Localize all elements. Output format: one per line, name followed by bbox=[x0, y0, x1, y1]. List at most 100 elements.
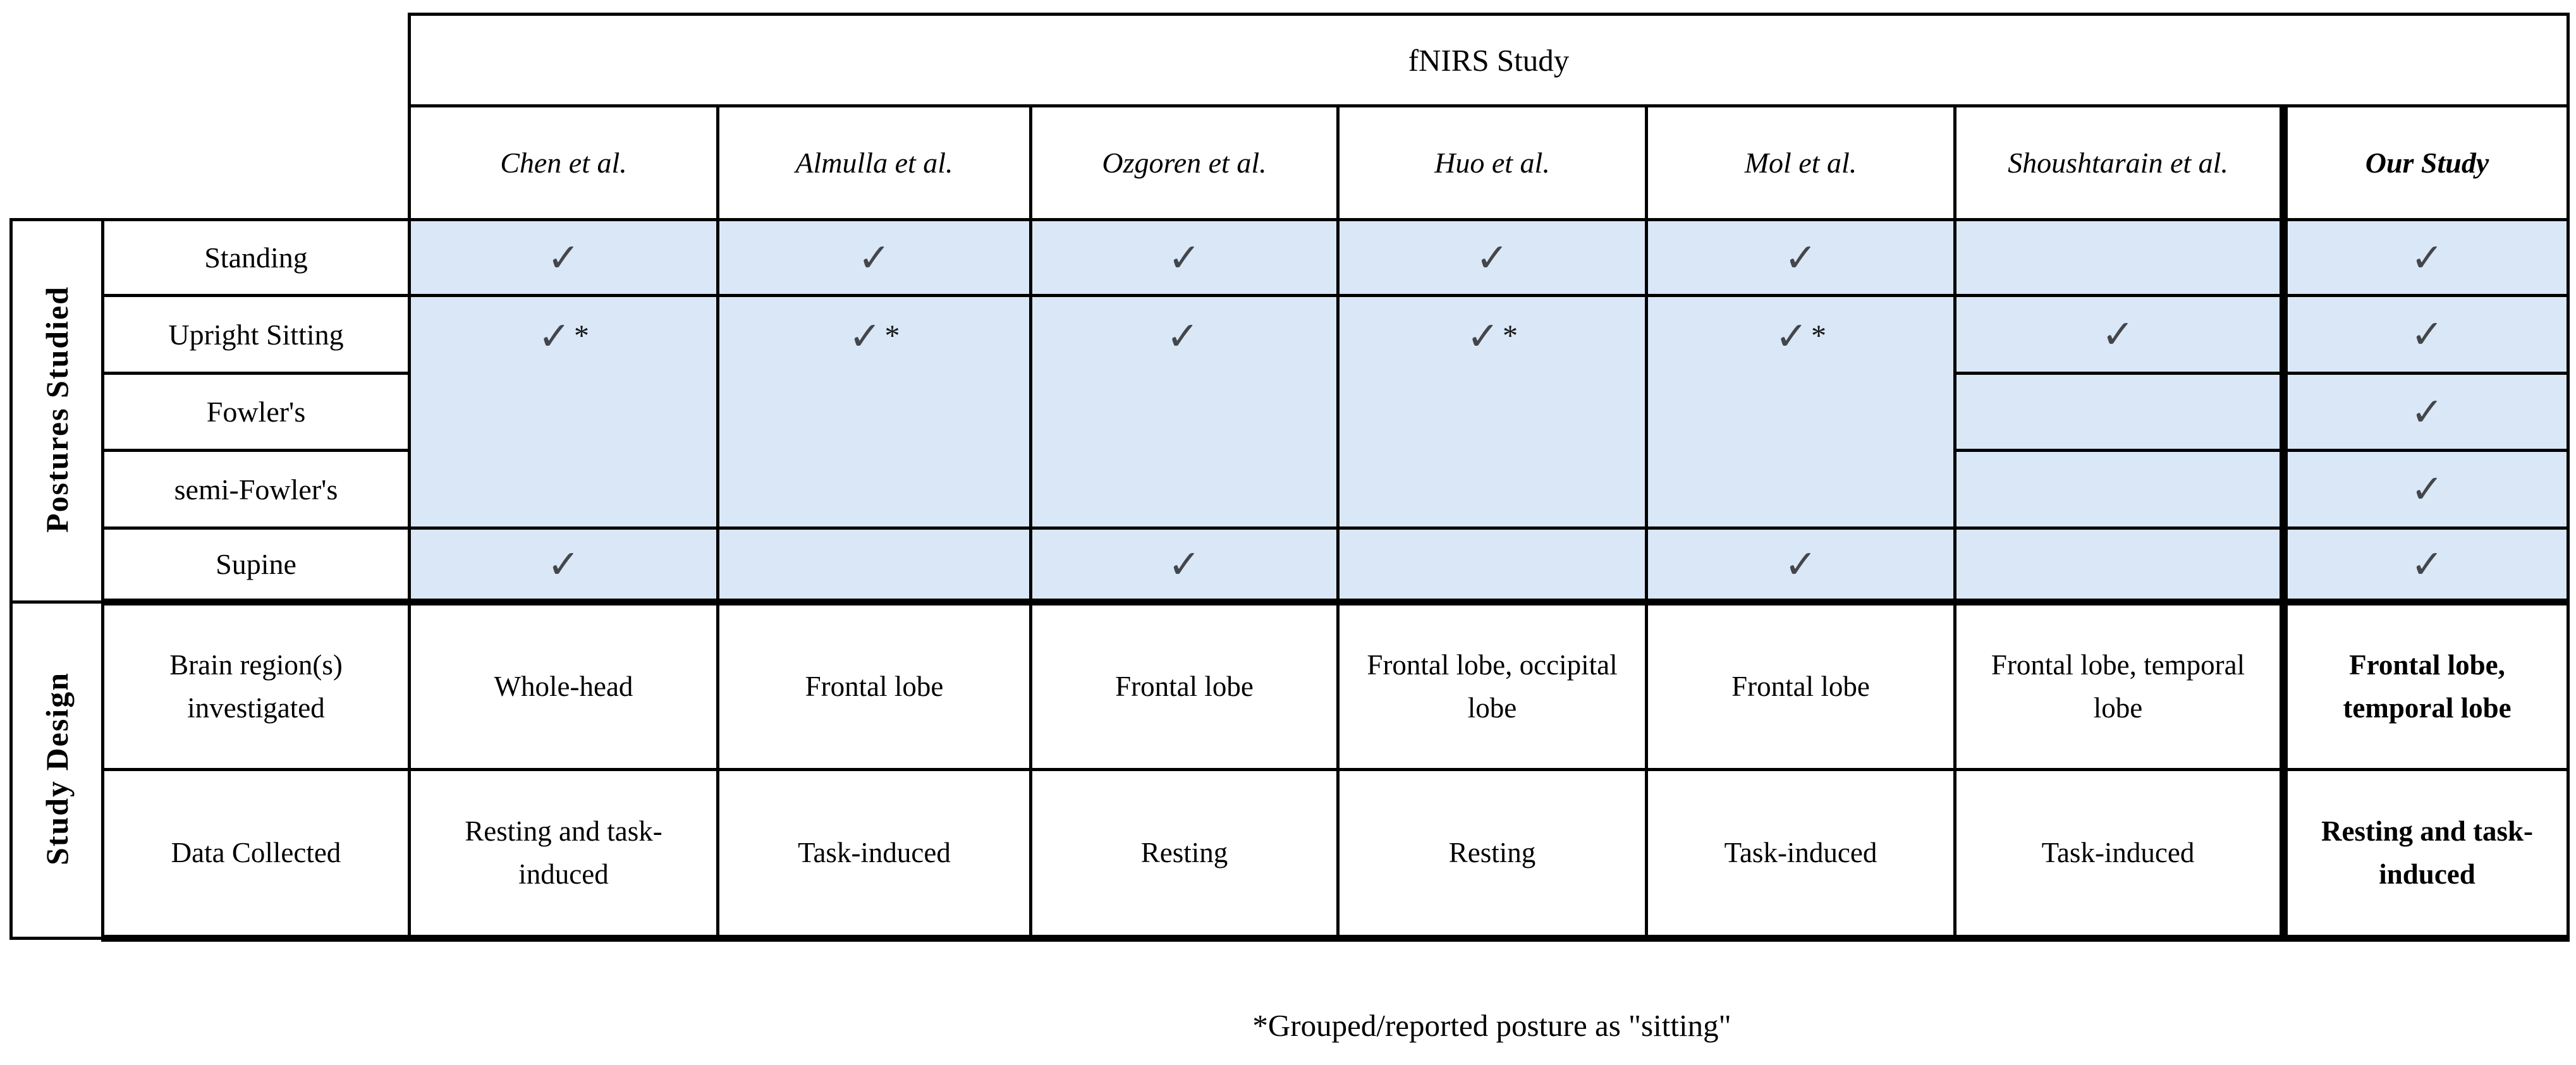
brain-region-cell-almulla: Frontal lobe bbox=[716, 600, 1032, 771]
cell-text: Resting and task-induced bbox=[2321, 815, 2534, 890]
row-semi-fowlers: semi-Fowler's ✓ bbox=[11, 449, 2570, 530]
design-label-brain-regions: Brain region(s) investigated bbox=[169, 649, 343, 724]
check-cell-upright-almulla: ✓* bbox=[716, 294, 1032, 530]
study-header-ozgoren: Ozgoren et al. bbox=[1029, 104, 1340, 221]
empty-cell-supine-almulla bbox=[716, 526, 1032, 606]
cell-text: Frontal lobe, temporal lobe bbox=[1991, 649, 2245, 724]
data-collected-cell-almulla: Task-induced bbox=[716, 768, 1032, 942]
cell-text: Resting bbox=[1140, 836, 1228, 868]
group-label-study-design: Study Design bbox=[9, 600, 104, 940]
brain-region-cell-shoushtarain: Frontal lobe, temporal lobe bbox=[1953, 600, 2285, 771]
group-label-postures-studied: Postures Studied bbox=[9, 218, 104, 604]
empty-cell-semi-fowlers-shoushtarain bbox=[1953, 449, 2285, 530]
study-header-mol: Mol et al. bbox=[1645, 104, 1956, 221]
check-cell-upright-our-study: ✓ bbox=[2279, 294, 2570, 375]
study-header-our-study: Our Study bbox=[2279, 104, 2570, 221]
check-cell-supine-chen: ✓ bbox=[408, 526, 719, 606]
check-icon: ✓ bbox=[1784, 540, 1817, 587]
asterisk-marker: * bbox=[573, 319, 589, 353]
row-brain-regions: Study Design Brain region(s) investigate… bbox=[9, 600, 2570, 940]
check-icon: ✓ bbox=[1467, 312, 1499, 359]
check-icon: ✓ bbox=[2410, 466, 2444, 512]
check-icon: ✓ bbox=[2410, 388, 2444, 435]
check-cell-standing-mol: ✓ bbox=[1645, 218, 1956, 297]
header-row-studies: Chen et al. Almulla et al. Ozgoren et al… bbox=[11, 104, 2570, 221]
check-cell-supine-mol: ✓ bbox=[1645, 526, 1956, 606]
brain-region-cell-our-study: Frontal lobe, temporal lobe bbox=[2279, 600, 2570, 771]
row-fowlers: Fowler's ✓ bbox=[11, 372, 2570, 452]
header-row-title: fNIRS Study bbox=[11, 13, 2570, 107]
data-collected-cell-shoushtarain: Task-induced bbox=[1953, 768, 2285, 942]
check-cell-supine-ozgoren: ✓ bbox=[1029, 526, 1340, 606]
row-upright-sitting: Upright Sitting ✓* ✓* ✓ ✓* ✓* ✓ ✓ bbox=[11, 294, 2570, 530]
asterisk-marker: * bbox=[884, 319, 900, 353]
check-icon: ✓ bbox=[1775, 312, 1808, 359]
check-icon: ✓ bbox=[848, 312, 882, 359]
design-label-data-collected: Data Collected bbox=[171, 836, 341, 868]
check-cell-standing-our-study: ✓ bbox=[2279, 218, 2570, 297]
brain-region-cell-chen: Whole-head bbox=[408, 600, 719, 771]
check-cell-standing-chen: ✓ bbox=[408, 218, 719, 297]
cell-text: Task-induced bbox=[2041, 836, 2195, 868]
postures-studied-vertical-label: Postures Studied bbox=[39, 286, 75, 533]
cell-text: Frontal lobe, temporal lobe bbox=[2343, 649, 2512, 724]
check-icon: ✓ bbox=[2410, 234, 2444, 281]
check-cell-standing-huo: ✓ bbox=[1336, 218, 1648, 297]
check-cell-upright-huo: ✓* bbox=[1336, 294, 1648, 530]
check-icon: ✓ bbox=[547, 234, 580, 281]
fnirs-comparison-table: fNIRS Study Chen et al. Almulla et al. O… bbox=[9, 13, 2570, 942]
check-cell-semi-fowlers-our-study: ✓ bbox=[2279, 449, 2570, 530]
study-header-shoushtarain: Shoushtarain et al. bbox=[1953, 104, 2285, 221]
row-supine: Supine ✓ ✓ ✓ ✓ bbox=[11, 526, 2570, 606]
cell-text: Frontal lobe bbox=[1731, 670, 1870, 702]
data-collected-cell-our-study: Resting and task-induced bbox=[2279, 768, 2570, 942]
brain-region-cell-huo: Frontal lobe, occipital lobe bbox=[1336, 600, 1648, 771]
data-collected-cell-mol: Task-induced bbox=[1645, 768, 1956, 942]
check-icon: ✓ bbox=[1475, 234, 1509, 281]
empty-cell-supine-shoushtarain bbox=[1953, 526, 2285, 606]
empty-cell-supine-huo bbox=[1336, 526, 1648, 606]
row-standing: Postures Studied Standing ✓ ✓ ✓ ✓ ✓ ✓ bbox=[9, 218, 2570, 604]
study-header-huo: Huo et al. bbox=[1336, 104, 1648, 221]
empty-cell-standing-shoushtarain bbox=[1953, 218, 2285, 297]
posture-label-upright-sitting: Upright Sitting bbox=[101, 294, 411, 375]
cell-text: Task-induced bbox=[1724, 836, 1877, 868]
check-cell-supine-our-study: ✓ bbox=[2279, 526, 2570, 606]
check-icon: ✓ bbox=[547, 540, 580, 587]
posture-label-semi-fowlers: semi-Fowler's bbox=[101, 449, 411, 530]
check-icon: ✓ bbox=[1784, 234, 1817, 281]
check-icon: ✓ bbox=[1166, 312, 1199, 359]
posture-label-fowlers: Fowler's bbox=[101, 372, 411, 452]
table-title: fNIRS Study bbox=[407, 13, 2570, 107]
asterisk-marker: * bbox=[1810, 319, 1826, 353]
row-data-collected: Data Collected Resting and task-induced … bbox=[11, 768, 2570, 942]
check-cell-standing-ozgoren: ✓ bbox=[1029, 218, 1340, 297]
check-icon: ✓ bbox=[2410, 311, 2444, 357]
cell-text: Frontal lobe bbox=[1115, 670, 1254, 702]
check-cell-standing-almulla: ✓ bbox=[716, 218, 1032, 297]
cell-text: Task-induced bbox=[798, 836, 951, 868]
data-collected-cell-ozgoren: Resting bbox=[1029, 768, 1340, 942]
study-header-almulla: Almulla et al. bbox=[716, 104, 1032, 221]
brain-region-cell-mol: Frontal lobe bbox=[1645, 600, 1956, 771]
posture-label-supine: Supine bbox=[101, 526, 411, 606]
data-collected-cell-chen: Resting and task-induced bbox=[408, 768, 719, 942]
check-icon: ✓ bbox=[1168, 234, 1201, 281]
cell-text: Whole-head bbox=[494, 670, 633, 702]
cell-text: Frontal lobe, occipital lobe bbox=[1367, 649, 1618, 724]
check-cell-upright-ozgoren: ✓ bbox=[1029, 294, 1340, 530]
empty-cell-fowlers-shoushtarain bbox=[1953, 372, 2285, 452]
check-icon: ✓ bbox=[538, 312, 571, 359]
asterisk-marker: * bbox=[1502, 319, 1518, 353]
data-collected-cell-huo: Resting bbox=[1336, 768, 1648, 942]
cell-text: Resting bbox=[1448, 836, 1536, 868]
cell-text: Frontal lobe bbox=[805, 670, 944, 702]
posture-label-standing: Standing bbox=[101, 218, 411, 297]
top-left-empty-area bbox=[11, 15, 410, 220]
check-cell-upright-mol: ✓* bbox=[1645, 294, 1956, 530]
check-cell-upright-shoushtarain: ✓ bbox=[1953, 294, 2285, 375]
table-footnote: *Grouped/reported posture as "sitting" bbox=[1252, 1008, 1731, 1043]
check-icon: ✓ bbox=[2410, 540, 2444, 587]
brain-region-cell-ozgoren: Frontal lobe bbox=[1029, 600, 1340, 771]
study-design-vertical-label: Study Design bbox=[39, 671, 75, 866]
